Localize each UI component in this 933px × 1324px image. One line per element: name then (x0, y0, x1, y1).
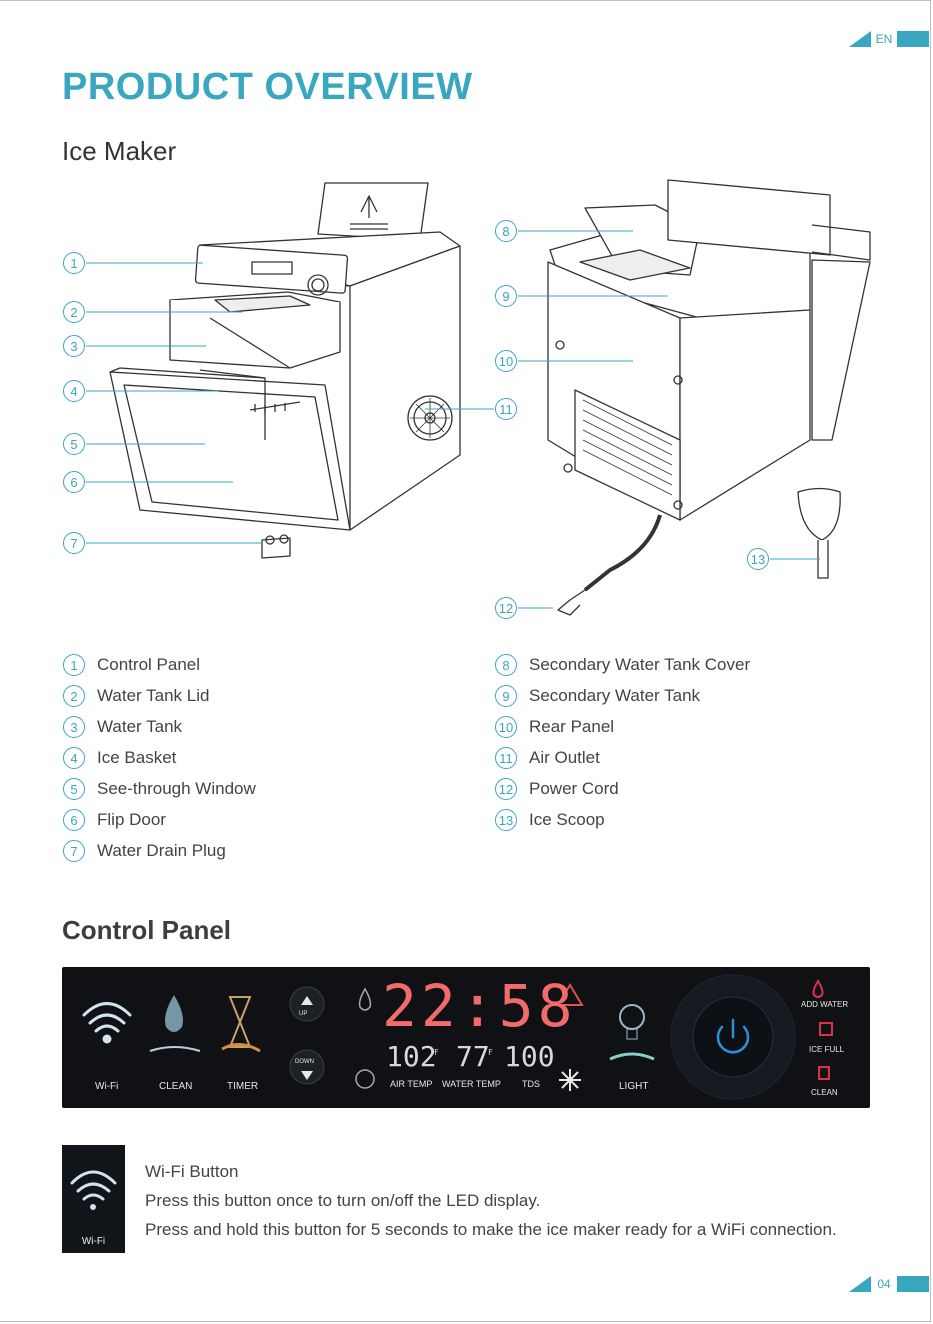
down-button-shape (289, 1049, 325, 1085)
ice-full-label: ICE FULL (809, 1045, 845, 1054)
clean-status-icon (818, 1066, 830, 1080)
page-number-tab: 04 (849, 1276, 929, 1292)
callout-10: 10 (495, 350, 517, 372)
warning-icon (556, 983, 584, 1006)
clean-status-label: CLEAN (811, 1088, 838, 1097)
callout-7: 7 (63, 532, 85, 554)
page-number: 04 (871, 1276, 897, 1292)
page-border-bottom (0, 1321, 931, 1322)
callout-6: 6 (63, 471, 85, 493)
callout-9: 9 (495, 285, 517, 307)
control-panel-heading: Control Panel (62, 915, 232, 945)
tds-label: TDS (522, 1079, 540, 1089)
ice-maker-illustration (86, 179, 871, 616)
page-title: PRODUCT OVERVIEW (62, 66, 473, 108)
wifi-button-line-1: Press this button once to turn on/off th… (145, 1191, 541, 1210)
ice-maker-heading: Ice Maker (62, 136, 177, 166)
callout-8: 8 (495, 220, 517, 242)
wifi-button-line-2: Press and hold this button for 5 seconds… (145, 1220, 837, 1239)
language-label: EN (871, 31, 897, 47)
callout-11: 11 (495, 398, 517, 420)
water-level-icon (358, 987, 372, 1011)
wifi-button-thumbnail: Wi-Fi (62, 1145, 125, 1253)
down-arrow-icon (301, 1071, 313, 1080)
page-border-right (930, 0, 931, 1322)
add-water-icon (812, 979, 824, 998)
wifi-icon (70, 1170, 117, 1210)
down-button-label: DOWN (295, 1059, 314, 1065)
snowflake-icon (559, 1069, 581, 1091)
wifi-button-description: Wi-Fi Button Press this button once to t… (145, 1157, 837, 1244)
wifi-button-title: Wi-Fi Button (145, 1162, 239, 1181)
timer-button-label: TIMER (227, 1081, 259, 1092)
water-temp-label: WATER TEMP (442, 1079, 501, 1089)
hourglass-icon (221, 996, 261, 1053)
air-temp-unit: F (434, 1048, 439, 1057)
clock-display: 22:58 (382, 972, 577, 1040)
alarm-clock-icon (355, 1069, 375, 1089)
control-panel-graphics (82, 974, 833, 1100)
callout-3: 3 (63, 335, 85, 357)
air-temp-value: 102 (386, 1040, 437, 1073)
power-icon (716, 1018, 750, 1054)
up-button-label: UP (299, 1011, 308, 1017)
tds-value: 100 (504, 1040, 555, 1073)
water-temp-unit: F (488, 1048, 493, 1057)
light-bulb-icon (609, 1004, 655, 1061)
callout-1: 1 (63, 252, 85, 274)
light-button-label: LIGHT (619, 1081, 649, 1092)
air-temp-label: AIR TEMP (390, 1079, 433, 1089)
callout-5: 5 (63, 433, 85, 455)
language-tab: EN (849, 31, 929, 47)
callout-13: 13 (747, 548, 769, 570)
add-water-label: ADD WATER (801, 1000, 849, 1009)
water-temp-value: 77 (456, 1040, 490, 1073)
control-panel-image: Wi-Fi CLEAN TIMER UP DOWN 22:58 102 F 77… (62, 967, 870, 1108)
page-border-top (0, 0, 930, 1)
callout-4: 4 (63, 380, 85, 402)
clean-button-label: CLEAN (159, 1081, 193, 1092)
callout-2: 2 (63, 301, 85, 323)
wifi-button-label: Wi-Fi (95, 1081, 119, 1092)
callout-12: 12 (495, 597, 517, 619)
wifi-thumb-label: Wi-Fi (81, 1236, 106, 1247)
water-drop-icon (149, 995, 201, 1052)
wifi-icon (82, 1002, 132, 1044)
up-arrow-icon (301, 996, 313, 1005)
ice-full-icon (819, 1022, 833, 1036)
